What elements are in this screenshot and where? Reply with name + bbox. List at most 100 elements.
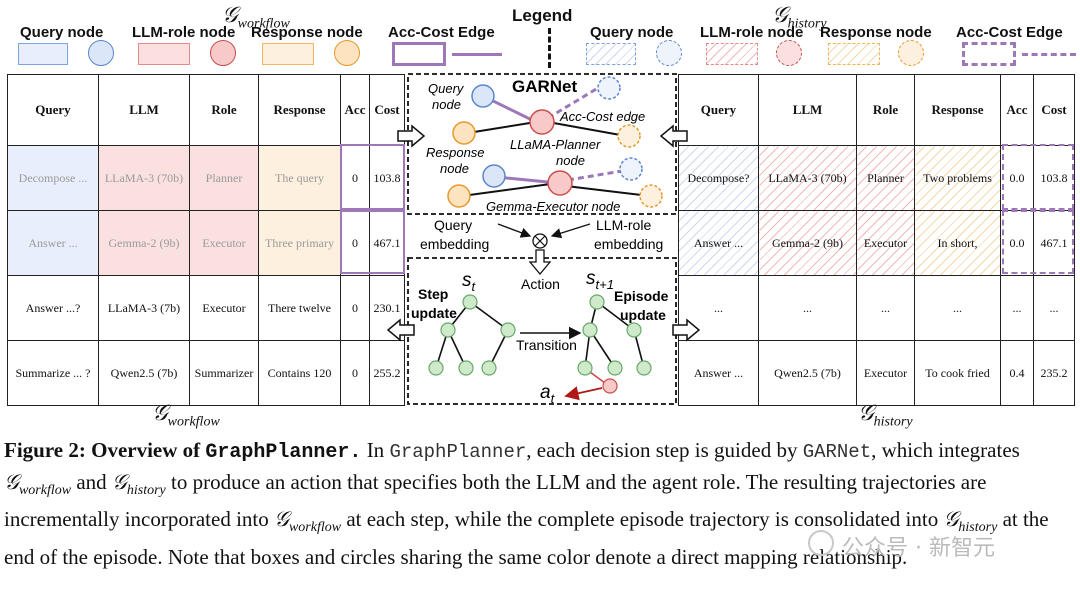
action-subscript: t (551, 391, 556, 406)
caption-text: and (71, 469, 112, 494)
query-node-history (619, 157, 643, 181)
cell-llm: ... (758, 275, 857, 341)
header-response: Response (914, 74, 1001, 146)
legend-llm-role-label-hist: LLM-role node (700, 24, 804, 41)
legend-query-label: Query node (20, 24, 104, 41)
cell-llm: LLaMA-3 (70b) (98, 145, 190, 211)
query-node-label-2: node (432, 97, 461, 112)
cell-role: Executor (856, 340, 915, 406)
cell-llm: Qwen2.5 (7b) (98, 340, 190, 406)
query-node (482, 164, 506, 188)
cell-role: Executor (856, 210, 915, 276)
query-embedding-label-2: embedding (420, 236, 489, 252)
legend-response-label: Response node (251, 24, 363, 41)
action-t-label: at (540, 382, 556, 406)
legend-llm-role-box (138, 43, 190, 65)
state-t1-label: st+1 (586, 268, 614, 292)
table-header-row: Query LLM Role Response Acc Cost (7, 74, 405, 146)
caption-text: at the end of the episode. Note that box… (4, 507, 1049, 569)
legend-query-box (18, 43, 68, 65)
state-subscript: t+1 (596, 277, 614, 292)
legend-response-circle-hist (898, 40, 924, 66)
cell-cost: ... (1033, 275, 1075, 341)
g-subscript: workflow (18, 482, 72, 498)
cell-role: Executor (189, 275, 259, 341)
arrow (550, 223, 591, 239)
legend-edge-line (452, 53, 502, 56)
figure-caption: Figure 2: Overview of GraphPlanner. In G… (4, 436, 1078, 572)
cell-response: ... (914, 275, 1001, 341)
step-update-label-1: Step (418, 286, 448, 302)
cell-cost: 235.2 (1033, 340, 1075, 406)
header-role: Role (856, 74, 915, 146)
g-symbol: 𝒢 (222, 2, 238, 27)
cell-acc: 0 (340, 340, 370, 406)
state-t-nodes (428, 294, 516, 376)
cell-query: Answer ...? (7, 275, 99, 341)
table-row: ... ... ... ... ... ... (678, 275, 1075, 341)
caption-text: to produce an action that specifies both… (4, 469, 987, 532)
legend-response-box-hist (828, 43, 880, 65)
acc-cost-edge-box (340, 144, 405, 210)
legend-query-circle-hist (656, 40, 682, 66)
table-row: Decompose ... LLaMA-3 (70b) Planner The … (7, 145, 405, 211)
transition-label: Transition (516, 337, 577, 353)
history-table: Query LLM Role Response Acc Cost Decompo… (678, 74, 1075, 406)
legend-query-box-hist (586, 43, 636, 65)
g-symbol: 𝒢 (274, 507, 289, 532)
cell-role: Planner (189, 145, 259, 211)
cell-query: Decompose ... (7, 145, 99, 211)
planner-node-label-1: LLaMA-Planner (510, 137, 601, 152)
history-table-label: 𝒢history (858, 400, 913, 430)
arrow-step-update (386, 318, 415, 342)
legend-llm-role-label: LLM-role node (132, 24, 236, 41)
g-symbol: 𝒢 (858, 400, 874, 425)
g-symbol: 𝒢 (772, 2, 788, 27)
cell-response: To cook fried (914, 340, 1001, 406)
header-cost: Cost (1033, 74, 1075, 146)
response-node-label-1: Response (426, 145, 485, 160)
caption-text: In (361, 438, 390, 462)
legend-response-circle (334, 40, 360, 66)
g-subscript: history (787, 16, 827, 32)
action-label: Action (521, 276, 560, 292)
g-subscript: workflow (288, 520, 342, 536)
graph-edge (461, 182, 559, 197)
graph-edge (473, 121, 537, 133)
cell-response: There twelve (258, 275, 341, 341)
acc-cost-edge-dashed (567, 168, 629, 182)
response-node (447, 184, 471, 208)
cell-llm: LLaMA-3 (7b) (98, 275, 190, 341)
acc-cost-edge-label: Acc-Cost edge (559, 109, 645, 124)
table-row: Answer ... Gemma-2 (9b) Executor In shor… (678, 210, 1075, 276)
legend-edge-box (392, 42, 446, 66)
episode-update-label-2: update (620, 307, 666, 323)
response-node-label-2: node (440, 161, 469, 176)
llm-role-embedding-label-2: embedding (594, 236, 663, 252)
legend-divider (548, 28, 551, 68)
header-query: Query (678, 74, 759, 146)
cell-query: Answer ... (678, 340, 759, 406)
cell-acc: 0.0 (1000, 210, 1034, 276)
cell-response: In short, (914, 210, 1001, 276)
legend-llm-role-circle-hist (776, 40, 802, 66)
g-subscript: workflow (237, 16, 290, 32)
watermark-icon (808, 530, 834, 556)
g-subscript: history (958, 520, 998, 536)
legend-llm-role-circle (210, 40, 236, 66)
cell-acc: 0.4 (1000, 340, 1034, 406)
cell-cost: 255.2 (369, 340, 405, 406)
header-acc: Acc (340, 74, 370, 146)
cell-role: Executor (189, 210, 259, 276)
caption-g-workflow: 𝒢workflow (274, 507, 341, 535)
query-node-label-1: Query (428, 81, 465, 96)
g-subscript: history (126, 482, 166, 498)
response-node-history (639, 184, 663, 208)
cell-role: Planner (856, 145, 915, 211)
caption-title-a: Overview of (91, 438, 206, 462)
acc-cost-edge-box-hist (1002, 144, 1074, 210)
workflow-table-label: 𝒢workflow (152, 400, 220, 430)
new-action-edge (589, 371, 606, 384)
header-acc: Acc (1000, 74, 1034, 146)
action-node (602, 378, 618, 394)
